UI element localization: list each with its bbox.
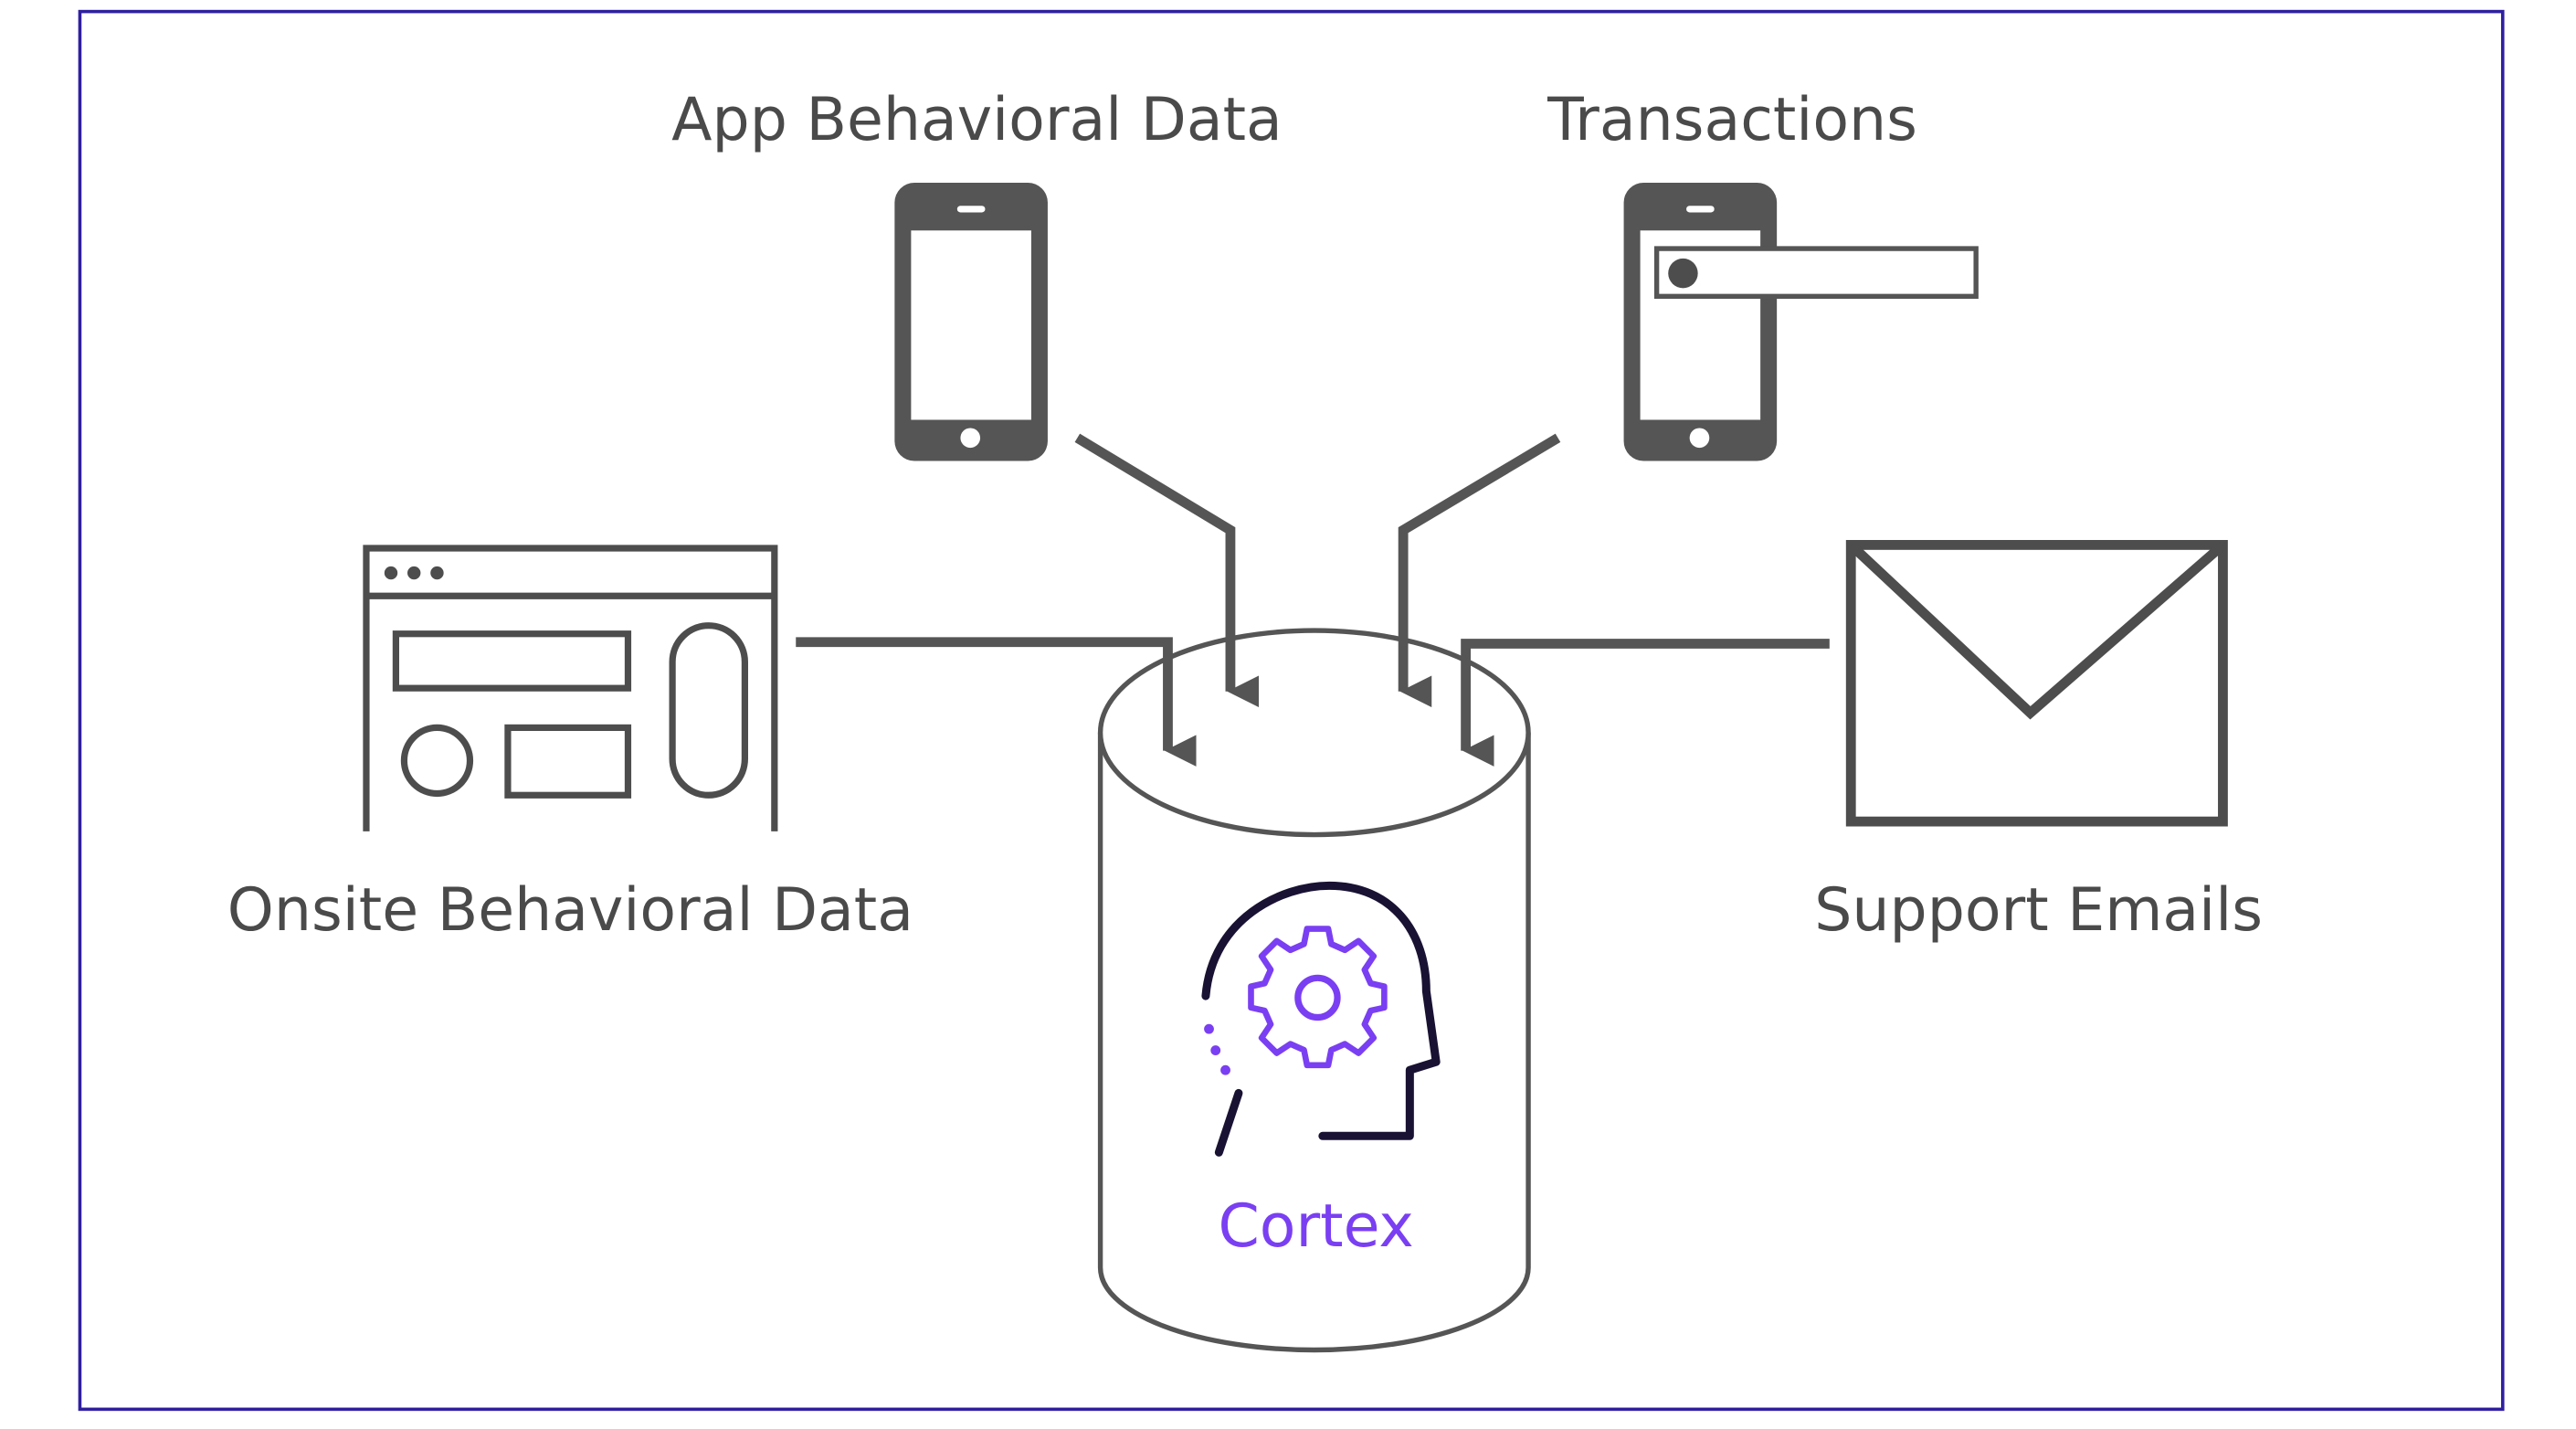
brain-gear-head-icon xyxy=(1201,881,1441,1157)
connectors xyxy=(796,433,1830,767)
connector-app-to-cortex xyxy=(1074,433,1260,708)
gear-icon xyxy=(1248,926,1388,1069)
smartphone-with-card-icon xyxy=(1623,183,1979,461)
connector-transactions-to-cortex xyxy=(1398,433,1561,708)
connector-onsite-to-cortex xyxy=(796,637,1197,767)
label-transactions: Transactions xyxy=(1547,86,1917,154)
label-cortex: Cortex xyxy=(1219,1192,1414,1261)
label-onsite-behavioral-data: Onsite Behavioral Data xyxy=(227,876,913,945)
connector-support-to-cortex xyxy=(1461,639,1830,767)
label-support-emails: Support Emails xyxy=(1814,876,2263,945)
smartphone-icon xyxy=(894,183,1048,461)
label-app-behavioral-data: App Behavioral Data xyxy=(671,86,1283,154)
envelope-icon xyxy=(1845,540,2228,827)
browser-window-icon xyxy=(363,545,778,831)
